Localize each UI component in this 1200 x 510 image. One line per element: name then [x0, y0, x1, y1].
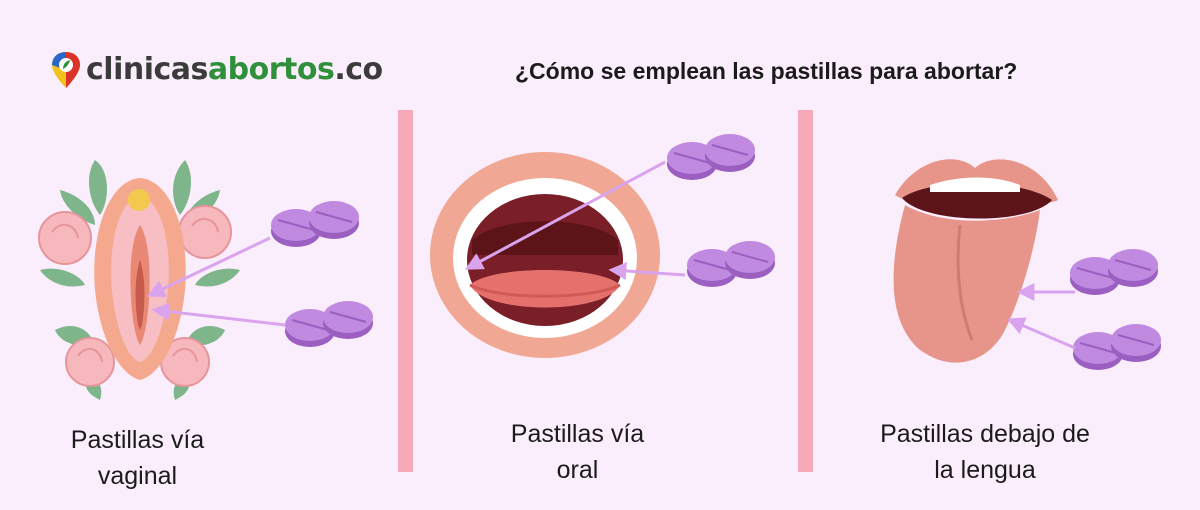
caption-line: vaginal: [97, 462, 178, 490]
pill-pair: [687, 241, 775, 287]
pill-pair: [271, 201, 359, 247]
pill-pair: [1070, 249, 1158, 295]
caption-sublingual: Pastillas debajo de la lengua: [860, 416, 1110, 488]
arrow: [1006, 317, 1076, 350]
caption-line: la lengua: [934, 456, 1036, 484]
caption-line: Pastillas vía: [70, 426, 205, 454]
vaginal-illustration: [38, 160, 240, 400]
arrow: [146, 236, 271, 297]
arrow: [464, 160, 666, 270]
pill-pair: [667, 134, 755, 180]
page-title: ¿Cómo se emplean las pastillas para abor…: [515, 58, 1018, 84]
logo-part-domain: .co: [334, 52, 383, 87]
mouth-illustration: [430, 152, 660, 358]
brand-logo[interactable]: clinicasabortos.co: [50, 48, 383, 92]
caption-vaginal: Pastillas vía vaginal: [30, 422, 245, 494]
caption-line: oral: [556, 456, 599, 484]
logo-part-clinicas: clinicas: [86, 52, 208, 87]
arrow: [151, 302, 286, 327]
caption-oral: Pastillas vía oral: [470, 416, 685, 488]
column-divider: [398, 110, 413, 472]
column-divider: [798, 110, 813, 472]
logo-wordmark: clinicasabortos.co: [86, 48, 383, 92]
pill-pair: [1073, 324, 1161, 370]
tongue-illustration: [893, 159, 1058, 363]
arrow: [608, 262, 686, 280]
location-pin-icon: [52, 52, 80, 88]
logo-part-abortos: abortos: [207, 52, 335, 87]
caption-line: Pastillas vía: [510, 420, 645, 448]
pill-pair: [285, 301, 373, 347]
caption-line: Pastillas debajo de: [880, 420, 1090, 448]
